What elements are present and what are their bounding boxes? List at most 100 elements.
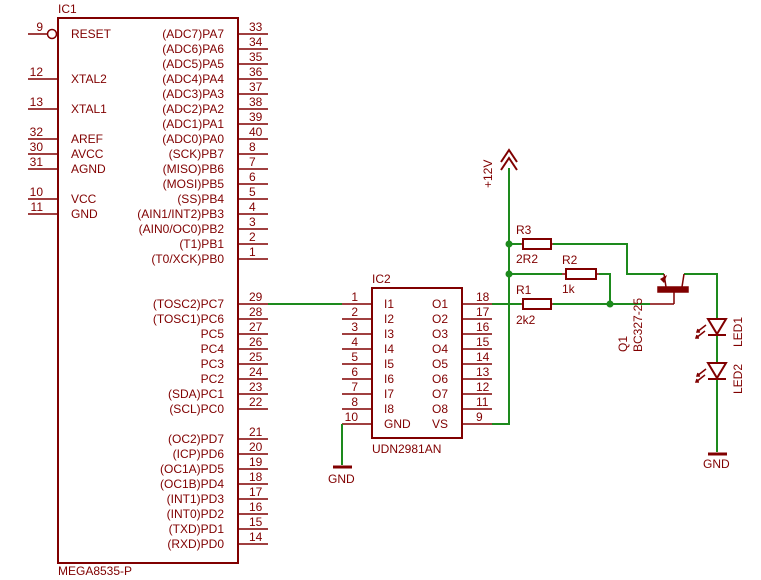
ic1-pin-number: 15 — [249, 515, 263, 529]
wires — [268, 168, 718, 465]
wire-collector-to-leds — [684, 273, 718, 318]
ic1-pin-label: (OC1A)PD5 — [160, 462, 224, 476]
ic1-pin-label: (SCL)PC0 — [169, 402, 224, 416]
ic1-pin-number: 14 — [249, 530, 263, 544]
led-led1[interactable]: LED1 — [694, 317, 745, 347]
ic1-pin-label: (SS)PB4 — [177, 192, 224, 206]
ic2-pin-label: I5 — [384, 357, 394, 371]
ic1-pin-number: 12 — [30, 65, 44, 79]
wire-r3-to-emitter — [553, 243, 664, 275]
ic1-pin-label: (SCK)PB7 — [169, 147, 225, 161]
ic1-body — [57, 17, 239, 564]
ic2-body — [371, 287, 463, 439]
ic2-pin-number: 11 — [476, 395, 489, 409]
ic2-pin-number: 12 — [476, 380, 490, 394]
ic2-pin-label: O6 — [432, 372, 448, 386]
ic1-pin-label: (AIN0/OC0)PB2 — [139, 222, 225, 236]
ic1-pin-number: 6 — [249, 170, 256, 184]
ic1-pin-label: (T0/XCK)PB0 — [151, 252, 224, 266]
ic1-pin-label: (INT0)PD2 — [167, 507, 225, 521]
ic1-pin-label: (ADC2)PA2 — [162, 102, 224, 116]
resistor-r1[interactable]: R1 2k2 — [516, 283, 553, 327]
ic2-pin-label: GND — [384, 417, 411, 431]
ic2-pin-number: 14 — [476, 350, 490, 364]
ic1-pin-label: (ADC1)PA1 — [162, 117, 224, 131]
ic1-pin-label: PC3 — [201, 357, 225, 371]
ic1-pin-number: 32 — [30, 125, 44, 139]
ic1-pin-label: VCC — [71, 192, 97, 206]
ic1-pin-number: 33 — [249, 20, 263, 34]
led1-name: LED1 — [731, 317, 745, 347]
resistor-r2[interactable]: R2 1k — [562, 253, 599, 296]
ic2-value: UDN2981AN — [372, 442, 441, 456]
ic1-pin-label: (OC1B)PD4 — [160, 477, 224, 491]
led-icon — [706, 362, 728, 380]
gnd-ic2-label: GND — [328, 472, 355, 486]
supply-12v: +12V — [481, 148, 518, 188]
ic2-pin-label: O5 — [432, 357, 448, 371]
r1-value: 2k2 — [516, 313, 536, 327]
ic1-pin-number: 2 — [249, 230, 256, 244]
ic2-pin-label: O1 — [432, 297, 448, 311]
ic1-pin-number: 35 — [249, 50, 263, 64]
ic1-pin-label: (ADC6)PA6 — [162, 42, 224, 56]
ic1-pin-label: (ADC0)PA0 — [162, 132, 224, 146]
junction-vs-r3 — [505, 240, 513, 248]
ic2-pin-number: 17 — [476, 305, 490, 319]
ic2-pin-number: 7 — [351, 380, 358, 394]
ic1-pin-label: AVCC — [71, 147, 104, 161]
r3-body — [522, 238, 552, 250]
r1-name: R1 — [516, 283, 532, 297]
ic1-pin-number: 10 — [30, 185, 44, 199]
transistor-q1[interactable]: Q1 BC327-25 — [616, 273, 689, 352]
ic1-pin-number: 3 — [249, 215, 256, 229]
ic1-pin-number: 20 — [249, 440, 263, 454]
resistor-r3[interactable]: R3 2R2 — [516, 223, 553, 266]
ic1-pin-label: (ADC5)PA5 — [162, 57, 224, 71]
transistor-arrow-icon — [660, 275, 667, 283]
ic1-pin-label: (INT1)PD3 — [167, 492, 225, 506]
ic1-pin-number: 1 — [249, 245, 256, 259]
ic2-pin-label: O7 — [432, 387, 448, 401]
ic1-pin-label: PC4 — [201, 342, 225, 356]
ic1-pin-number: 25 — [249, 350, 263, 364]
ic1-pin-number: 21 — [249, 425, 263, 439]
ic1-pin-label: PC5 — [201, 327, 225, 341]
ic2-name: IC2 — [372, 272, 391, 286]
gnd-led: GND — [703, 452, 730, 471]
r2-name: R2 — [562, 253, 578, 267]
ic2-pin-number: 4 — [351, 335, 358, 349]
ic1-pin-number: 9 — [36, 20, 43, 34]
ic2-pin-number: 5 — [351, 350, 358, 364]
q1-base-bar — [657, 286, 689, 293]
ic1-pin-number: 34 — [249, 35, 263, 49]
light-emission-icon — [694, 324, 707, 339]
junction-vs-r2 — [505, 270, 513, 278]
supply-label: +12V — [481, 160, 495, 188]
led2-name: LED2 — [731, 364, 745, 394]
ic1-pin-number: 38 — [249, 95, 263, 109]
ic1-pin-label: (OC2)PD7 — [168, 432, 224, 446]
ic1-pin-number: 28 — [249, 305, 263, 319]
ic1-pin-label: XTAL1 — [71, 102, 107, 116]
r2-body — [565, 268, 597, 280]
ic1-pin-number: 7 — [249, 155, 256, 169]
ic1-pin-label: (ADC4)PA4 — [162, 72, 224, 86]
ic2-pin-label: I1 — [384, 297, 394, 311]
ic1-pin-label: (ADC7)PA7 — [162, 27, 224, 41]
ic1-pin-number: 19 — [249, 455, 263, 469]
ic1-reset-inversion-bubble — [46, 28, 58, 40]
ic2-pin-label: I2 — [384, 312, 394, 326]
ic1-pin-label: (ICP)PD6 — [173, 447, 225, 461]
ic1-pin-label: AGND — [71, 162, 106, 176]
r1-body — [522, 298, 552, 310]
ic1-pin-label: (MISO)PB6 — [163, 162, 225, 176]
ic2-pin-label: I4 — [384, 342, 394, 356]
q1-name: Q1 — [616, 336, 630, 352]
led-led2[interactable]: LED2 — [694, 362, 745, 394]
ic1-pin-label: (TOSC2)PC7 — [153, 297, 224, 311]
